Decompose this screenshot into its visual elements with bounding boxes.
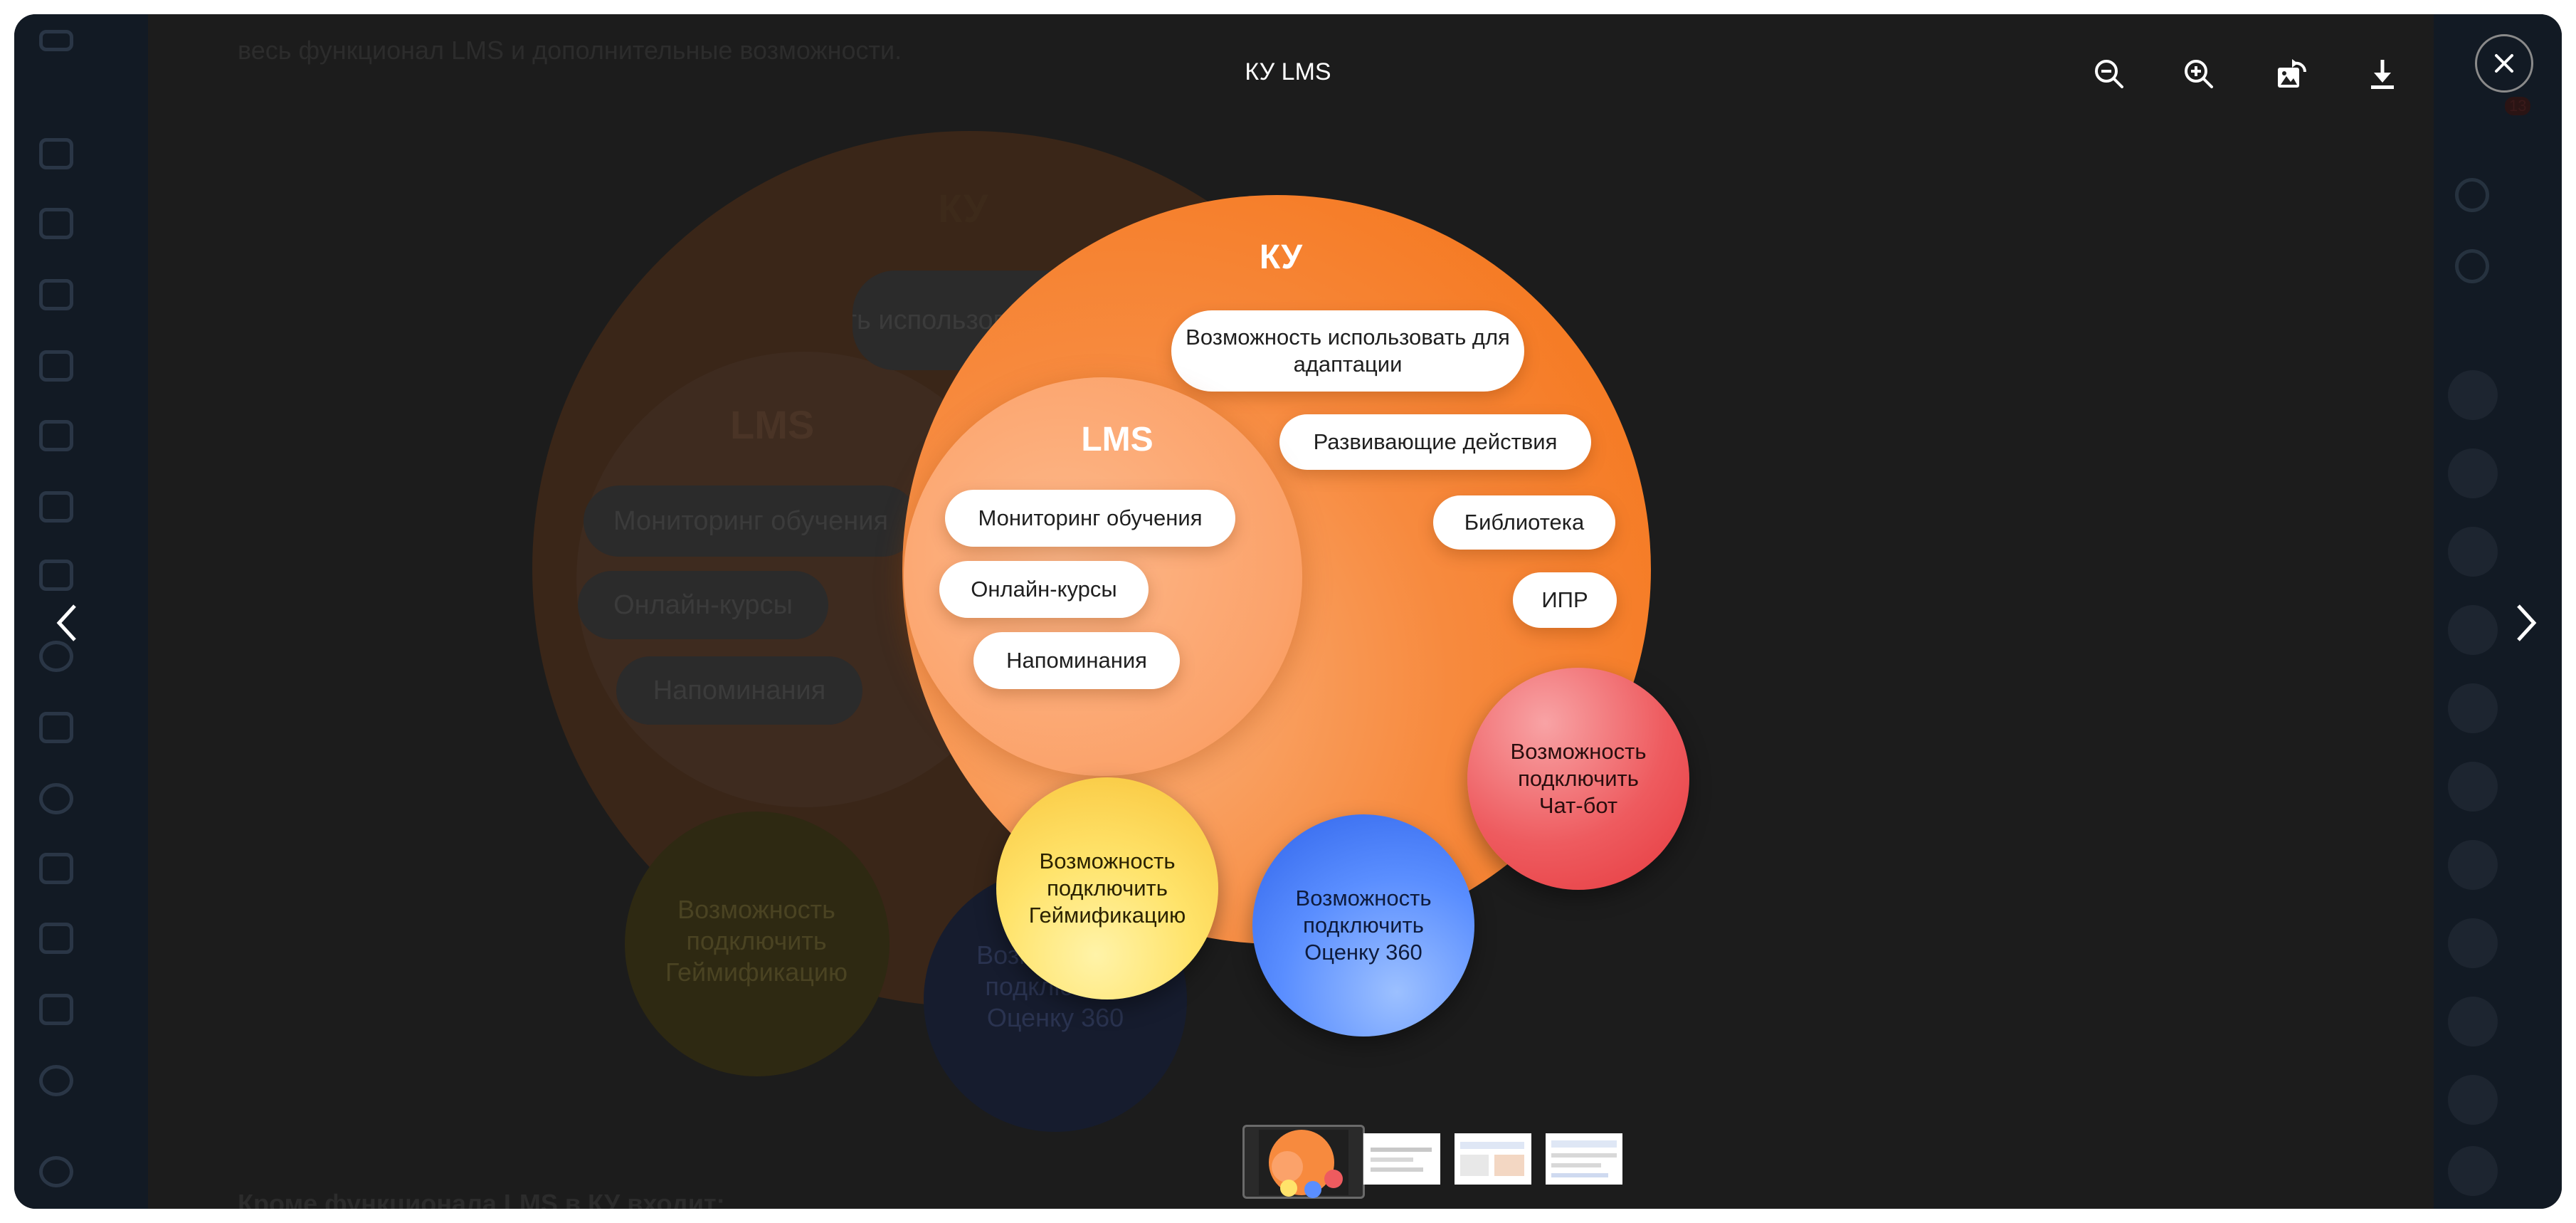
- ghost-pill-monitoring: Мониторинг обучения: [584, 485, 918, 557]
- ghost-ball-yellow-text: Возможность подключить Геймификацию: [665, 895, 848, 987]
- ghost-lms-label: LMS: [730, 402, 815, 447]
- background-bottom-text: Кроме функционала LMS в КУ входит:: [238, 1189, 725, 1209]
- rotate-image-button[interactable]: [2270, 53, 2313, 95]
- assessment-360-text: Возможность подключить Оценку 360: [1295, 886, 1432, 965]
- lms-title: LMS: [1081, 421, 1154, 458]
- avatar: [2448, 1146, 2498, 1196]
- background-left-sidebar: [14, 14, 148, 1209]
- rotate-image-icon: [2278, 59, 2307, 88]
- thumbnail-4[interactable]: [1546, 1133, 1622, 1185]
- badge-icon: [39, 641, 73, 672]
- gamification-ball: Возможность подключить Геймификацию: [996, 777, 1218, 999]
- zoom-in-icon: [2185, 60, 2213, 88]
- lms-item-reminders: Напоминания: [973, 632, 1180, 689]
- menu-icon: [39, 30, 73, 51]
- chatbot-ball: Возможность подключить Чат-бот: [1467, 668, 1689, 890]
- ghost-ku-label: КУ: [938, 186, 988, 231]
- target-icon: [39, 1065, 73, 1096]
- book-icon: [39, 491, 73, 523]
- next-image-button[interactable]: [2505, 598, 2548, 648]
- zoom-out-icon: [2095, 60, 2123, 88]
- previous-image-button[interactable]: [46, 598, 88, 648]
- download-icon: [2371, 60, 2394, 89]
- avatar: [2448, 683, 2498, 733]
- ku-item-library: Библиотека: [1433, 495, 1615, 550]
- building-icon: [39, 994, 73, 1025]
- avatar: [2448, 605, 2498, 655]
- gear-icon: [39, 1156, 73, 1187]
- assessment-360-ball: Возможность подключить Оценку 360: [1252, 814, 1474, 1036]
- company-icon: [39, 208, 73, 239]
- map-icon: [39, 560, 73, 591]
- notification-badge: 13: [2505, 97, 2531, 115]
- avatar: [2448, 997, 2498, 1046]
- calendar-icon: [39, 923, 73, 954]
- close-button[interactable]: [2475, 34, 2533, 93]
- gamification-text: Возможность подключить Геймификацию: [1028, 849, 1186, 928]
- avatar: [2448, 762, 2498, 812]
- education-icon: [39, 279, 73, 310]
- ku-title: КУ: [1259, 238, 1303, 276]
- thumbnail-3[interactable]: [1455, 1133, 1531, 1185]
- avatar: [2448, 840, 2498, 890]
- download-button[interactable]: [2361, 53, 2404, 95]
- ku-item-ipr: ИПР: [1513, 572, 1617, 628]
- lms-item-courses: Онлайн-курсы: [939, 561, 1149, 618]
- avatar: [2448, 918, 2498, 968]
- lms-item-monitoring: Мониторинг обучения: [945, 490, 1235, 547]
- ku-item-adaptation: Возможность использовать для адаптации: [1171, 310, 1524, 392]
- avatar: [2448, 1075, 2498, 1125]
- chevron-right-icon: [2517, 604, 2537, 641]
- filter-icon: [39, 853, 73, 884]
- avatar: [2448, 527, 2498, 577]
- image-viewer-overlay: весь функционал LMS и дополнительные воз…: [14, 14, 2562, 1209]
- background-top-text: весь функционал LMS и дополнительные воз…: [238, 36, 902, 65]
- close-icon: [2495, 54, 2513, 73]
- checklist-icon: [39, 712, 73, 743]
- chevron-left-icon: [56, 604, 76, 641]
- thumbnail-2[interactable]: [1363, 1133, 1440, 1185]
- at-icon: [2455, 249, 2489, 283]
- chatbot-text: Возможность подключить Чат-бот: [1510, 739, 1647, 818]
- thumbnail-1-preview: [1259, 1130, 1348, 1198]
- avatar: [2448, 448, 2498, 498]
- thumbnail-1[interactable]: [1242, 1125, 1365, 1199]
- home-icon: [39, 138, 73, 169]
- viewer-title: КУ LMS: [1245, 58, 1331, 85]
- ghost-pill-reminders: Напоминания: [616, 656, 862, 725]
- spiral-icon: [2455, 178, 2489, 212]
- share-icon: [39, 783, 73, 814]
- ghost-pill-courses: Онлайн-курсы: [578, 571, 828, 639]
- zoom-out-button[interactable]: [2088, 53, 2131, 95]
- zoom-in-button[interactable]: [2178, 53, 2220, 95]
- profile-icon: [39, 350, 73, 382]
- ghost-ball-yellow: [625, 812, 890, 1076]
- ku-item-development: Развивающие действия: [1279, 414, 1591, 470]
- avatar: [2448, 370, 2498, 420]
- gamepad-icon: [39, 420, 73, 451]
